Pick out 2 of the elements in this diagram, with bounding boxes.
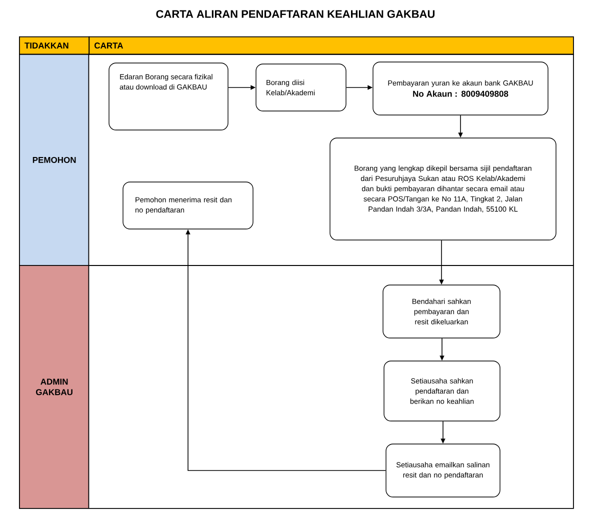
- title: CARTA ALIRAN PENDAFTARAN KEAHLIAN GAKBAU: [156, 10, 434, 18]
- header-cell: TIDAKKAN: [19, 36, 90, 55]
